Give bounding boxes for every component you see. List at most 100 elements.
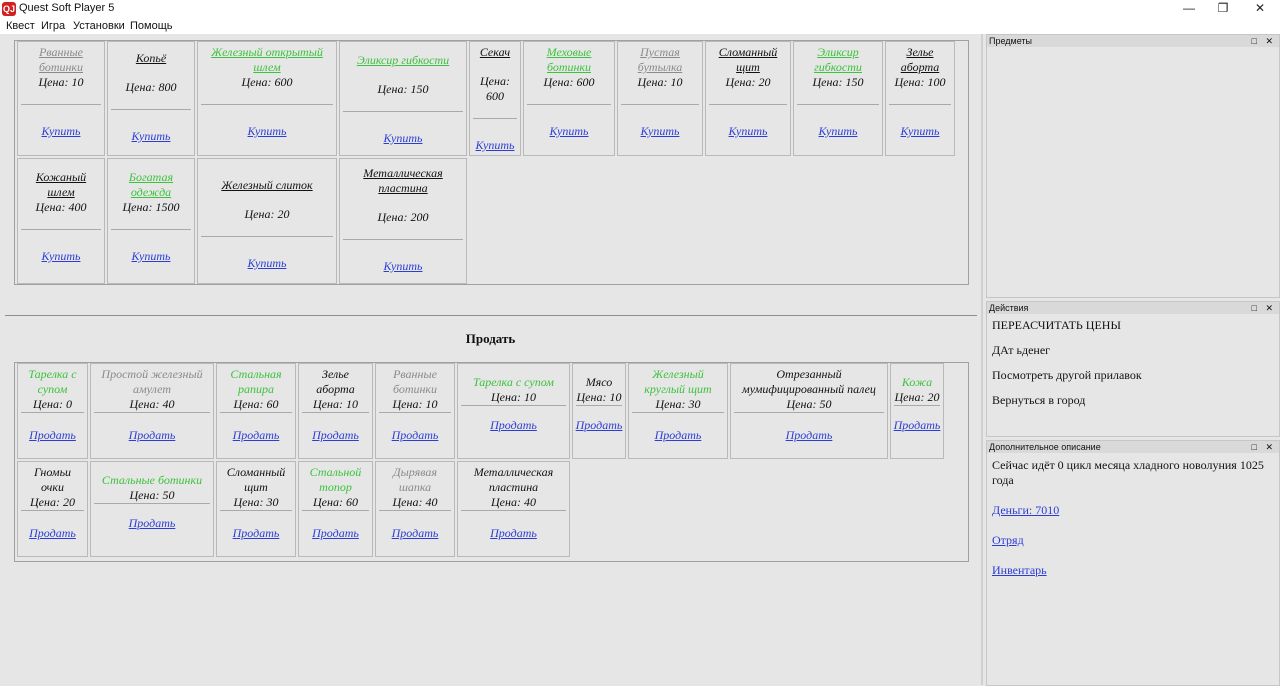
item-name: Металлическая пластина bbox=[363, 166, 443, 195]
panel-header: Дополнительное описание □ ✕ bbox=[987, 441, 1279, 453]
item-price: Цена: 600 bbox=[543, 75, 595, 89]
buy-link[interactable]: Купить bbox=[728, 124, 768, 138]
panel-title: Предметы bbox=[989, 36, 1033, 46]
buy-link[interactable]: Купить bbox=[383, 259, 423, 273]
item-price: Цена: 10 bbox=[491, 390, 536, 404]
item-name: Кожа bbox=[901, 375, 933, 389]
sell-link[interactable]: Продать bbox=[312, 526, 359, 540]
maximize-icon[interactable]: ❐ bbox=[1217, 1, 1229, 15]
item-name: Железный круглый щит bbox=[644, 367, 712, 396]
buy-link[interactable]: Купить bbox=[41, 249, 81, 263]
menu-quest[interactable]: Квест bbox=[6, 20, 35, 32]
item-price: Цена: 10 bbox=[576, 390, 622, 404]
buy-link[interactable]: Купить bbox=[818, 124, 858, 138]
item-name: Меховые ботинки bbox=[546, 45, 592, 74]
item-price: Цена: 100 bbox=[894, 75, 946, 89]
buy-link[interactable]: Купить bbox=[640, 124, 680, 138]
minimize-icon[interactable]: — bbox=[1183, 1, 1195, 15]
item-price: Цена: 200 bbox=[377, 210, 429, 224]
sell-link[interactable]: Продать bbox=[391, 526, 439, 540]
sell-heading: Продать bbox=[465, 331, 516, 346]
sell-link[interactable]: Продать bbox=[490, 417, 537, 432]
sell-link[interactable]: Продать bbox=[232, 526, 280, 540]
buy-link[interactable]: Купить bbox=[131, 249, 171, 263]
action-recalc-prices[interactable]: ПЕРЕАСЧИТАТЬ ЦЕНЫ bbox=[992, 318, 1121, 332]
info-panel: Дополнительное описание □ ✕ Сейчас идёт … bbox=[986, 440, 1280, 686]
panel-title: Действия bbox=[989, 303, 1029, 313]
item-name: Стальная рапира bbox=[230, 367, 282, 396]
squad-link[interactable]: Отряд bbox=[992, 533, 1024, 547]
item-price: Цена: 20 bbox=[894, 390, 940, 404]
sell-link[interactable]: Продать bbox=[128, 428, 176, 442]
date-text: Сейчас идёт 0 цикл месяца хладного новол… bbox=[992, 458, 1264, 487]
buy-link[interactable]: Купить bbox=[383, 131, 423, 145]
panel-header: Предметы □ ✕ bbox=[987, 35, 1279, 47]
sell-link[interactable]: Продать bbox=[785, 428, 833, 442]
sell-table-frame bbox=[14, 362, 969, 562]
item-price: Цена: 10 bbox=[38, 75, 84, 89]
item-name: Стальной топор bbox=[309, 465, 362, 494]
info-content: Сейчас идёт 0 цикл месяца хладного новол… bbox=[987, 453, 1279, 583]
buy-link[interactable]: Купить bbox=[247, 124, 287, 138]
sell-link[interactable]: Продать bbox=[29, 526, 76, 540]
panel-window-buttons[interactable]: □ ✕ bbox=[1251, 303, 1276, 313]
panel-window-buttons[interactable]: □ ✕ bbox=[1251, 36, 1276, 46]
sell-link[interactable]: Продать bbox=[312, 428, 359, 442]
item-price: Цена: 10 bbox=[313, 397, 358, 411]
menu-help[interactable]: Помощь bbox=[130, 20, 173, 32]
buy-link[interactable]: Купить bbox=[247, 256, 287, 270]
item-name: Секач bbox=[479, 45, 511, 59]
sell-link[interactable]: Продать bbox=[232, 428, 280, 442]
action-other-stall[interactable]: Посмотреть другой прилавок bbox=[992, 368, 1142, 382]
sell-link[interactable]: Продать bbox=[575, 417, 623, 432]
actions-panel: Действия □ ✕ ПЕРЕАСЧИТАТЬ ЦЕНЫ ДАт ьдене… bbox=[986, 301, 1280, 437]
item-name: Богатая одежда bbox=[128, 170, 174, 199]
action-return-city[interactable]: Вернуться в город bbox=[992, 393, 1086, 407]
items-panel: Предметы □ ✕ bbox=[986, 34, 1280, 298]
sell-link[interactable]: Продать bbox=[29, 428, 76, 442]
panel-window-buttons[interactable]: □ ✕ bbox=[1251, 442, 1276, 452]
buy-table-frame bbox=[14, 40, 969, 285]
item-price: Цена: 40 bbox=[392, 495, 438, 509]
item-name: Дырявая шапка bbox=[393, 465, 437, 494]
sell-link[interactable]: Продать bbox=[654, 428, 702, 442]
item-name: Тарелка с супом bbox=[473, 375, 554, 389]
buy-link[interactable]: Купить bbox=[549, 124, 589, 138]
sell-link[interactable]: Продать bbox=[391, 428, 439, 442]
menu-game[interactable]: Игра bbox=[41, 20, 66, 32]
item-name: Пустая бутылка bbox=[637, 45, 683, 74]
sell-link[interactable]: Продать bbox=[490, 526, 537, 540]
panel-header: Действия □ ✕ bbox=[987, 302, 1279, 314]
item-price: Цена: 40 bbox=[129, 397, 175, 411]
close-icon[interactable]: ✕ bbox=[1254, 1, 1266, 15]
menu-settings[interactable]: Установки bbox=[73, 20, 125, 32]
item-price: Цена: 30 bbox=[655, 397, 701, 411]
action-give-money[interactable]: ДАт ьденег bbox=[992, 343, 1051, 357]
buy-link[interactable]: Купить bbox=[41, 124, 81, 138]
buy-link[interactable]: Купить bbox=[475, 138, 515, 152]
sell-link[interactable]: Продать bbox=[128, 515, 176, 530]
money-link[interactable]: Деньги: 7010 bbox=[992, 503, 1060, 517]
item-name: Мясо bbox=[585, 375, 613, 389]
item-price: Цена: 600 bbox=[480, 74, 510, 103]
buy-link[interactable]: Купить bbox=[900, 124, 940, 138]
buy-link[interactable]: Купить bbox=[131, 129, 171, 143]
panel-title: Дополнительное описание bbox=[989, 442, 1101, 452]
sell-link[interactable]: Продать bbox=[893, 417, 941, 432]
inventory-link[interactable]: Инвентарь bbox=[992, 563, 1047, 577]
